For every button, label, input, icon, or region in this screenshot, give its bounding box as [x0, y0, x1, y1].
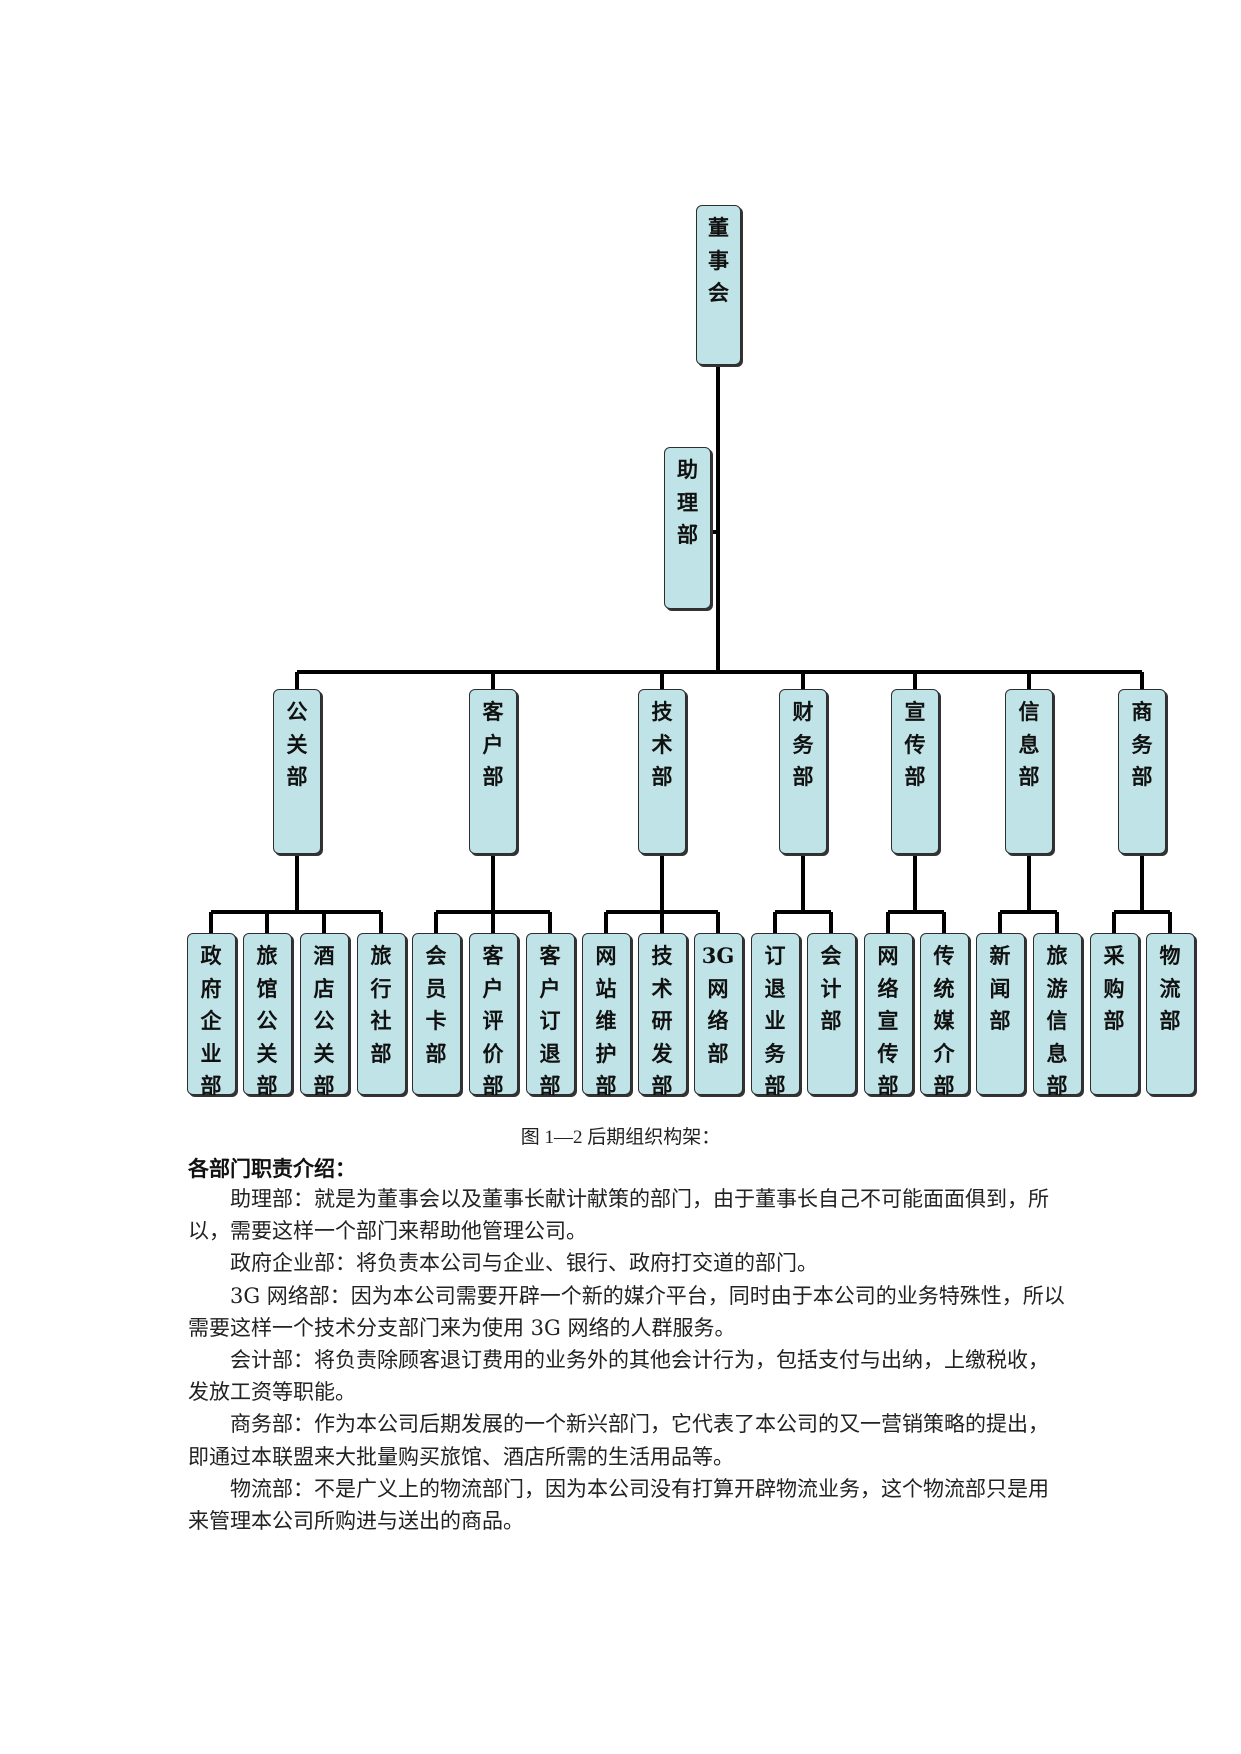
- connector-child-drop: [1055, 912, 1059, 933]
- connector-child-drop: [491, 912, 495, 933]
- connector-dept-down: [801, 854, 805, 912]
- department-node: 宣传部: [891, 689, 939, 854]
- connector-child-drop: [1112, 912, 1116, 933]
- connector-child-bus: [1114, 910, 1170, 914]
- sub-department-node: 传统媒介部: [919, 933, 969, 1098]
- sub-department-node: 旅游信息部: [1032, 933, 1082, 1098]
- sub-department-node: 新闻部: [975, 933, 1025, 1095]
- connector-dept-down: [491, 854, 495, 912]
- sub-department-node: 采购部: [1089, 933, 1139, 1095]
- org-chart: 董事会助理部公关部政府企业部旅馆公关部酒店公关部旅行社部 客户部会员卡部客户评价部…: [186, 205, 1195, 1098]
- connector-child-drop: [604, 912, 608, 933]
- connector-dept-down: [913, 854, 917, 912]
- figure-caption: 图 1—2 后期组织构架：: [520, 1127, 721, 1148]
- connector-child-drop: [209, 912, 213, 933]
- connector-child-drop: [660, 912, 664, 933]
- connector-child-drop: [716, 912, 720, 933]
- sub-department-node: 政府企业部: [186, 933, 236, 1098]
- root-node: 董事会: [696, 205, 741, 365]
- paragraph-assistant: 助理部：就是为董事会以及董事长献计献策的部门，由于董事长自己不可能面面俱到，所以…: [188, 1187, 1049, 1244]
- paragraph-commerce: 商务部：作为本公司后期发展的一个新兴部门，它代表了本公司的又一营销策略的提出，即…: [188, 1412, 1049, 1469]
- department-node: 技术部: [638, 689, 686, 854]
- sub-department-node: 旅行社部: [356, 933, 406, 1095]
- connector-child-bus: [888, 910, 944, 914]
- sub-department-node: 订退业务部: [750, 933, 800, 1098]
- connector-child-drop: [548, 912, 552, 933]
- connector-dept-drop: [491, 672, 495, 689]
- sub-department-node: 旅馆公关部: [242, 933, 292, 1098]
- connector-child-drop: [265, 912, 269, 933]
- connector-child-drop: [1168, 912, 1172, 933]
- connector-child-drop: [998, 912, 1002, 933]
- sub-department-node: 物流部: [1145, 933, 1195, 1095]
- department-node: 信息部: [1005, 689, 1053, 854]
- connector-dept-drop: [1140, 672, 1144, 689]
- connector-child-bus: [775, 910, 831, 914]
- connector-dept-down: [660, 854, 664, 912]
- department-node: 财务部: [779, 689, 827, 854]
- connector-child-bus: [211, 910, 381, 914]
- department-node: 公关部: [273, 689, 321, 854]
- assistant-node: 助理部: [664, 447, 711, 609]
- connector-root-spine: [716, 365, 720, 672]
- sub-department-node: 客户评价部: [468, 933, 518, 1098]
- connector-dept-drop: [801, 672, 805, 689]
- section-title: 各部门职责介绍：: [188, 1156, 356, 1181]
- connector-dept-drop: [1027, 672, 1031, 689]
- sub-department-node: 会员卡部: [411, 933, 461, 1095]
- sub-department-node: 会计部: [806, 933, 856, 1095]
- connector-dept-drop: [660, 672, 664, 689]
- connector-dept-down: [1140, 854, 1144, 912]
- connector-child-drop: [379, 912, 383, 933]
- paragraph-3g: 3G 网络部：因为本公司需要开辟一个新的媒介平台，同时由于本公司的业务特殊性，所…: [188, 1283, 1065, 1340]
- connector-dept-down: [295, 854, 299, 912]
- connector-child-drop: [886, 912, 890, 933]
- paragraph-logistics: 物流部：不是广义上的物流部门，因为本公司没有打算开辟物流业务，这个物流部只是用来…: [188, 1476, 1049, 1534]
- connector-child-drop: [322, 912, 326, 933]
- paragraph-government: 政府企业部：将负责本公司与企业、银行、政府打交道的部门。: [230, 1251, 818, 1276]
- sub-department-node: 酒店公关部: [299, 933, 349, 1098]
- paragraph-accounting: 会计部：将负责除顾客退订费用的业务外的其他会计行为，包括支付与出纳，上缴税收，发…: [188, 1348, 1049, 1405]
- sub-department-node: 网络宣传部: [863, 933, 913, 1098]
- connector-child-drop: [773, 912, 777, 933]
- department-descriptions: 助理部：就是为董事会以及董事长献计献策的部门，由于董事长自己不可能面面俱到，所以…: [188, 1183, 1068, 1537]
- connector-dept-down: [1027, 854, 1031, 912]
- sub-department-node: 网站维护部: [581, 933, 631, 1098]
- connector-dept-drop: [913, 672, 917, 689]
- connector-child-drop: [829, 912, 833, 933]
- sub-department-node: 客户订退部: [525, 933, 575, 1098]
- connector-dept-bus: [297, 670, 1142, 674]
- department-node: 客户部: [469, 689, 517, 854]
- connector-child-drop: [942, 912, 946, 933]
- connector-child-drop: [434, 912, 438, 933]
- department-node: 商务部: [1118, 689, 1166, 854]
- connector-child-bus: [1000, 910, 1057, 914]
- sub-department-node: 技术研发部: [637, 933, 687, 1098]
- connector-dept-drop: [295, 672, 299, 689]
